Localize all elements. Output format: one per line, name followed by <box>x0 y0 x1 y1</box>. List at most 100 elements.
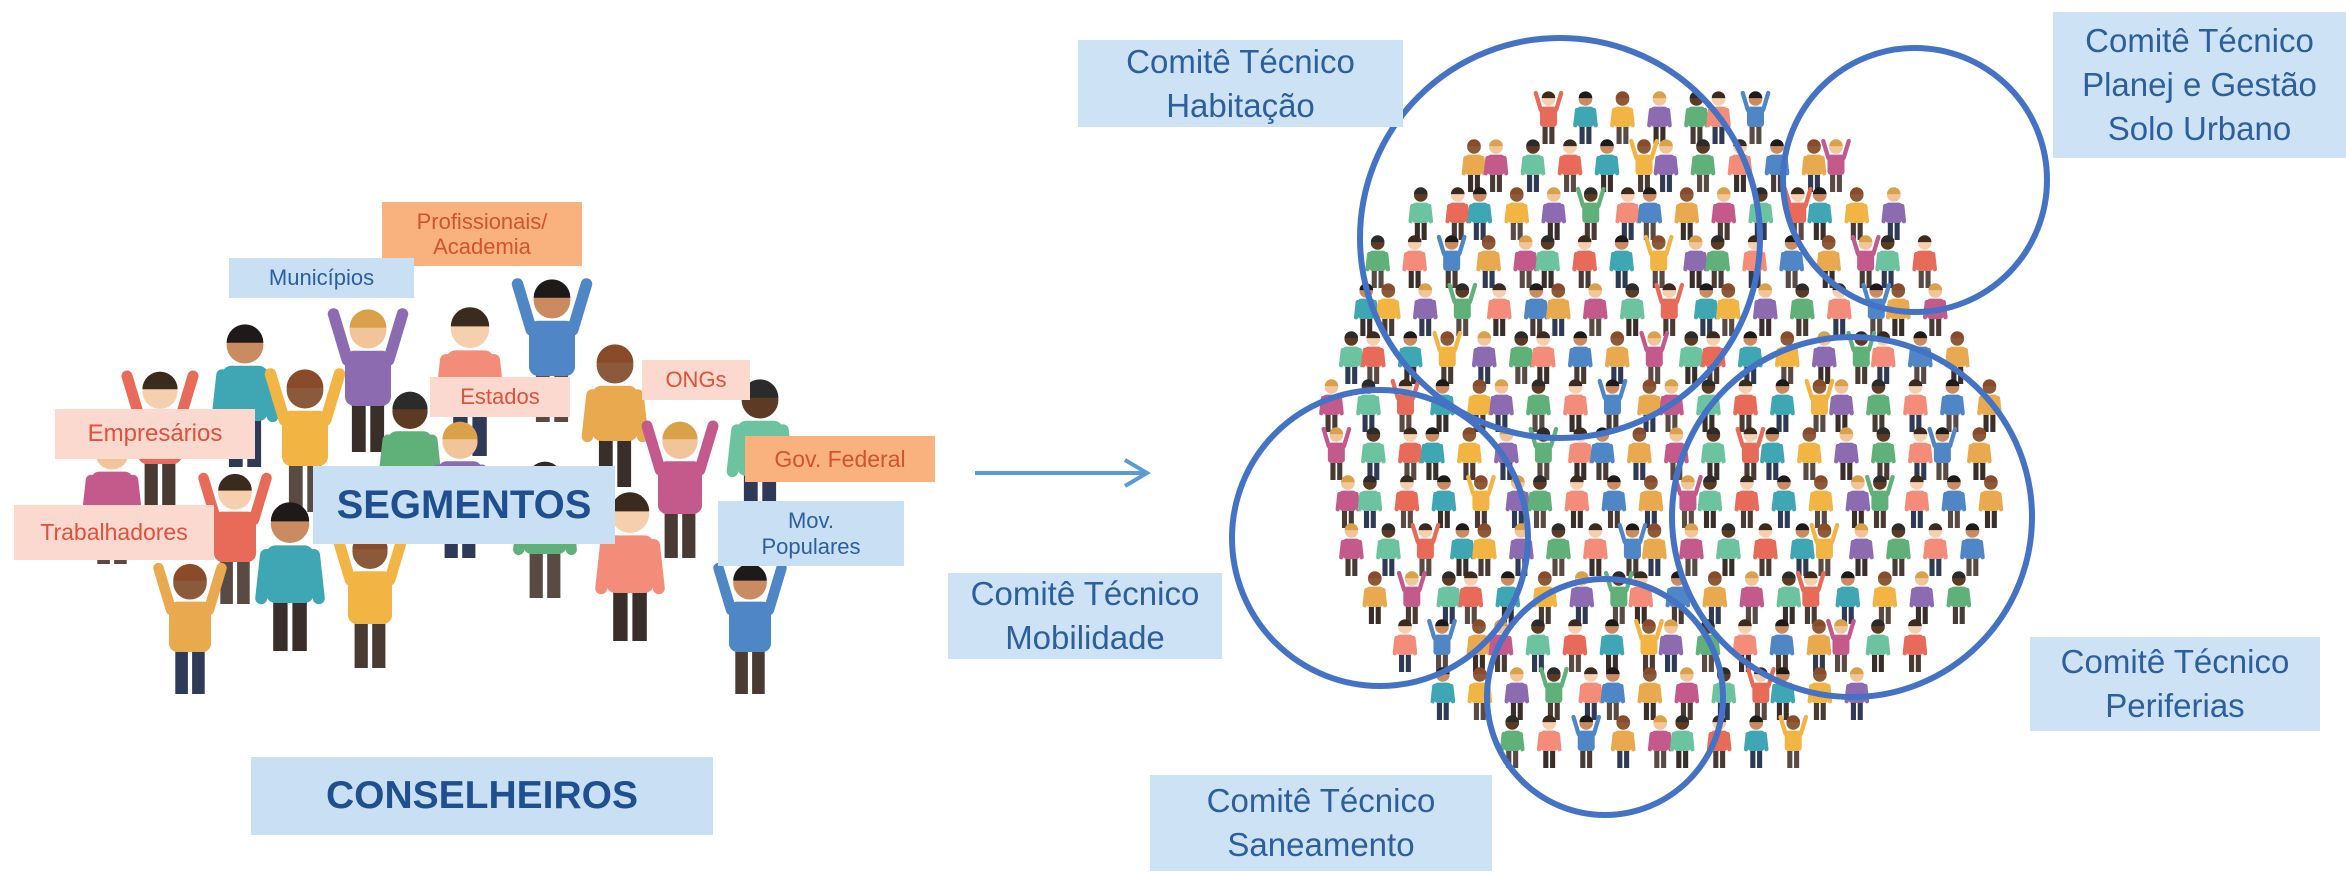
person-figure <box>1445 187 1471 240</box>
person-figure <box>1458 571 1484 624</box>
person-figure <box>1903 379 1928 432</box>
person-figure <box>1572 235 1597 288</box>
tag-empresarios: Empresários <box>55 409 255 459</box>
person-figure <box>1583 523 1608 576</box>
person-figure <box>1829 379 1854 432</box>
person-figure <box>1779 235 1804 288</box>
person-figure <box>1701 427 1726 480</box>
person-figure <box>1881 187 1907 240</box>
person-figure <box>1619 283 1645 336</box>
person-figure <box>1610 91 1635 144</box>
arrow-right-icon <box>975 458 1151 488</box>
person-figure <box>1564 475 1590 528</box>
person-figure <box>1743 715 1769 768</box>
person-figure <box>1412 283 1438 336</box>
person-figure <box>1923 523 1948 576</box>
person-figure <box>1875 235 1900 288</box>
person-figure <box>1700 331 1726 384</box>
person-figure <box>1739 571 1765 624</box>
circle-periferias <box>1669 334 2035 700</box>
person-figure <box>1629 138 1659 192</box>
person-figure <box>1360 331 1386 384</box>
person-figure <box>1693 283 1719 336</box>
person-figure <box>1461 139 1487 192</box>
person-figure <box>1908 427 1933 480</box>
person-figure <box>1575 186 1606 240</box>
committee-mobilidade: Comitê Técnico Mobilidade <box>948 573 1222 659</box>
person-figure <box>1647 715 1673 768</box>
person-figure <box>1865 474 1895 528</box>
person-figure <box>1946 571 1972 624</box>
person-figure <box>1801 139 1827 192</box>
person-figure <box>1844 187 1870 240</box>
person-figure <box>1797 427 1822 480</box>
person-figure <box>1525 619 1551 672</box>
person-figure <box>1790 523 1815 576</box>
person-figure <box>1653 139 1679 192</box>
person-figure <box>1536 715 1562 768</box>
person-figure <box>1398 427 1423 480</box>
person-figure <box>1408 187 1434 240</box>
person-figure <box>1702 571 1728 624</box>
person-figure <box>1361 427 1386 480</box>
person-figure <box>1960 523 1985 576</box>
person-figure <box>1628 571 1654 624</box>
person-figure <box>1513 235 1538 288</box>
person-figure <box>1499 715 1525 768</box>
person-figure <box>1471 331 1497 384</box>
person-figure <box>1737 331 1763 384</box>
person-figure <box>1545 283 1571 336</box>
person-figure <box>1447 282 1478 336</box>
person-figure <box>1760 427 1785 480</box>
person-figure <box>255 502 325 651</box>
person-figure <box>1654 282 1685 336</box>
person-figure <box>1771 475 1797 528</box>
person-figure <box>1319 379 1344 432</box>
person-figure <box>1567 331 1593 384</box>
person-figure <box>1872 571 1898 624</box>
person-figure <box>1804 378 1835 432</box>
person-figure <box>1432 330 1463 384</box>
person-figure <box>1562 619 1588 672</box>
person-figure <box>1615 187 1641 240</box>
tag-ongs: ONGs <box>642 360 750 400</box>
person-figure <box>1450 523 1475 576</box>
person-figure <box>1594 139 1620 192</box>
person-figure <box>1410 522 1441 576</box>
person-figure <box>1376 523 1401 576</box>
person-figure <box>1637 667 1663 720</box>
person-figure <box>1669 715 1695 768</box>
person-figure <box>1834 427 1859 480</box>
person-figure <box>1599 619 1625 672</box>
person-figure <box>1532 571 1558 624</box>
person-figure <box>264 368 346 512</box>
person-figure <box>1527 475 1553 528</box>
person-figure <box>1541 187 1567 240</box>
person-figure <box>1643 234 1674 288</box>
person-figure <box>1808 475 1834 528</box>
person-figure <box>1392 619 1418 672</box>
person-figure <box>1816 235 1841 288</box>
person-figure <box>153 562 227 694</box>
person-figure <box>1563 379 1588 432</box>
committee-habitacao: Comitê Técnico Habitação <box>1078 40 1403 127</box>
person-figure <box>1365 235 1390 288</box>
person-figure <box>1850 234 1881 288</box>
person-figure <box>1647 91 1672 144</box>
person-figure <box>1546 523 1571 576</box>
person-figure <box>1504 667 1530 720</box>
person-figure <box>1679 523 1704 576</box>
circle-planej <box>1780 45 2050 315</box>
person-figure <box>1684 91 1709 144</box>
committee-periferias: Comitê Técnico Periferias <box>2030 637 2320 731</box>
person-figure <box>1753 523 1778 576</box>
person-figure <box>1735 426 1766 480</box>
person-figure <box>1402 235 1427 288</box>
person-figure <box>327 308 409 452</box>
person-figure <box>1436 234 1467 288</box>
person-figure <box>1504 187 1530 240</box>
person-figure <box>1770 379 1795 432</box>
person-figure <box>1362 571 1388 624</box>
person-figure <box>1774 331 1800 384</box>
person-figure <box>1601 475 1627 528</box>
